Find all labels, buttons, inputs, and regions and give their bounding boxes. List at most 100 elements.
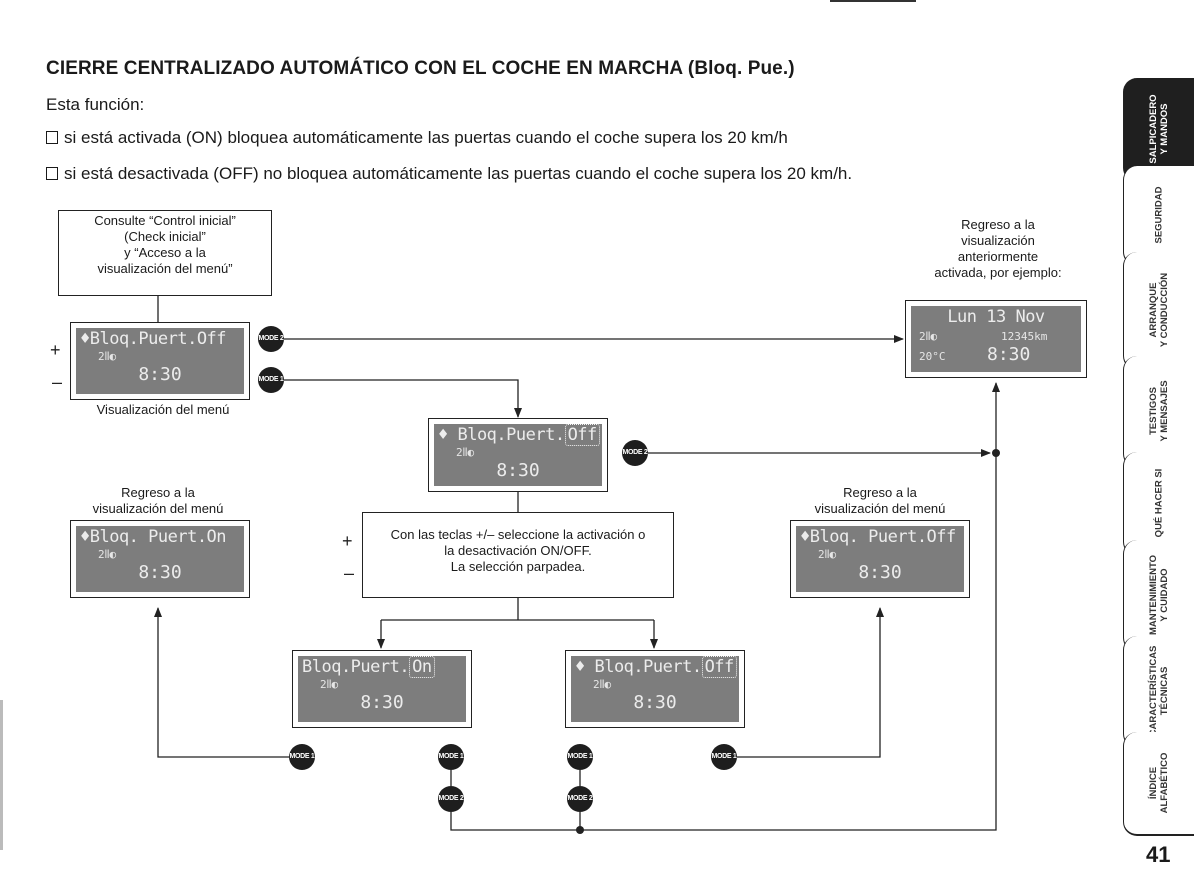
top-rule (830, 0, 916, 2)
lcd-on-select-screen: Bloq.Puert.On 2⦀◐ 8:30 (292, 650, 472, 728)
lcd-time: 8:30 (496, 460, 540, 481)
return-menu-right-label: Regreso a la visualización del menú (782, 485, 978, 517)
junction-dot (576, 826, 584, 834)
tab-label: MANTENIMIENTO Y CUIDADO (1148, 554, 1170, 636)
minus-sign: – (52, 372, 63, 392)
menu-caption: Visualización del menú (96, 402, 230, 417)
lcd-line2: 2⦀◐ (919, 330, 938, 343)
mode1-button[interactable]: MODE 1 (289, 744, 315, 770)
intro-text: Esta función: (46, 95, 145, 114)
lcd-line1: ♦Bloq. Puert.Off (800, 527, 956, 547)
lcd-selection: Off (564, 424, 600, 446)
lcd-date: Lun 13 Nov (947, 307, 1045, 327)
lcd-selection: On (409, 656, 435, 678)
lcd-line2: 2⦀◐ (320, 678, 339, 691)
lcd-line2: 2⦀◐ (593, 678, 612, 691)
lcd-time: 8:30 (987, 344, 1031, 365)
return-previous-line: visualización (961, 233, 1035, 248)
return-menu-line: Regreso a la (121, 485, 195, 500)
lcd-display: ♦Bloq. Puert.Off 2⦀◐ 8:30 (796, 526, 964, 592)
page-title: CIERRE CENTRALIZADO AUTOMÁTICO CON EL CO… (46, 58, 795, 79)
scan-edge (0, 700, 3, 850)
lcd-time: 8:30 (138, 562, 182, 583)
lcd-display: ♦ Bloq.Puert.Off 2⦀◐ 8:30 (434, 424, 602, 486)
tab-label: TESTIGOS Y MENSAJES (1148, 380, 1170, 442)
return-menu-line: Regreso a la (843, 485, 917, 500)
tab-label: CARACTERÍSTICAS TÉCNICAS (1148, 645, 1170, 737)
lcd-center-screen: ♦ Bloq.Puert.Off 2⦀◐ 8:30 (428, 418, 608, 492)
tab-label: SALPICADERO Y MANDOS (1148, 94, 1170, 164)
plus-sign: + (342, 531, 353, 551)
mode1-button[interactable]: MODE 1 (438, 744, 464, 770)
lcd-menu-screen: ♦Bloq.Puert.Off 2⦀◐ 8:30 (70, 322, 250, 400)
lcd-off-select-screen: ♦ Bloq.Puert.Off 2⦀◐ 8:30 (565, 650, 745, 728)
mode2-button[interactable]: MODE 2 (622, 440, 648, 466)
bullet-off: si está desactivada (OFF) no bloquea aut… (46, 164, 852, 184)
lcd-left-return-screen: ♦Bloq. Puert.On 2⦀◐ 8:30 (70, 520, 250, 598)
page-number: 41 (1146, 842, 1171, 867)
instruction-note: Con las teclas +/– seleccione la activac… (362, 512, 674, 598)
lcd-line1: ♦Bloq. Puert.On (80, 527, 227, 547)
lcd-line1: Bloq.Puert.On (302, 656, 435, 678)
lcd-line1: ♦ Bloq.Puert.Off (575, 656, 737, 678)
tab-seguridad[interactable]: SEGURIDAD (1123, 166, 1194, 266)
tab-testigos[interactable]: TESTIGOS Y MENSAJES (1123, 356, 1194, 468)
lcd-previous-screen: Lun 13 Nov 2⦀◐ 12345km 20°C 8:30 (905, 300, 1087, 378)
lcd-display: Lun 13 Nov 2⦀◐ 12345km 20°C 8:30 (911, 306, 1081, 372)
return-menu-line: visualización del menú (814, 501, 946, 516)
mode2-button[interactable]: MODE 2 (567, 786, 593, 812)
lcd-line2: 2⦀◐ (818, 548, 837, 561)
lcd-display: ♦ Bloq.Puert.Off 2⦀◐ 8:30 (571, 656, 739, 722)
lcd-selection: Off (701, 656, 737, 678)
instruction-line: Con las teclas +/– seleccione la activac… (390, 527, 646, 542)
return-previous-label: Regreso a la visualización anteriormente… (900, 217, 1096, 281)
tab-salpicadero[interactable]: SALPICADERO Y MANDOS (1123, 78, 1194, 182)
tab-mantenimiento[interactable]: MANTENIMIENTO Y CUIDADO (1123, 540, 1194, 652)
consult-line: (Check inicial” (124, 229, 206, 244)
checkbox-icon (46, 131, 58, 144)
mode1-button[interactable]: MODE 1 (567, 744, 593, 770)
lcd-line1-text: ♦ Bloq.Puert. (438, 425, 565, 445)
consult-note: Consulte “Control inicial” (Check inicia… (58, 210, 272, 296)
consult-line: y “Acceso a la (124, 245, 206, 260)
tab-arranque[interactable]: ARRANQUE Y CONDUCCIÓN (1123, 252, 1194, 370)
mode2-button[interactable]: MODE 2 (258, 326, 284, 352)
lcd-time: 8:30 (633, 692, 677, 713)
mode2-button[interactable]: MODE 2 (438, 786, 464, 812)
tab-label: ARRANQUE Y CONDUCCIÓN (1148, 272, 1170, 348)
mode1-button[interactable]: MODE 1 (258, 367, 284, 393)
lcd-line2: 2⦀◐ (98, 350, 117, 363)
lcd-line2: 2⦀◐ (456, 446, 475, 459)
lcd-display: Bloq.Puert.On 2⦀◐ 8:30 (298, 656, 466, 722)
lcd-line1-text: Bloq.Puert. (302, 657, 410, 677)
tab-label: QUÉ HACER SI (1153, 468, 1165, 538)
plus-sign: + (50, 340, 61, 360)
lcd-line2: 2⦀◐ (98, 548, 117, 561)
consult-line: visualización del menú” (97, 261, 233, 276)
tab-label: SEGURIDAD (1153, 186, 1165, 244)
tab-caracteristicas[interactable]: CARACTERÍSTICAS TÉCNICAS (1123, 636, 1194, 748)
consult-line: Consulte “Control inicial” (94, 213, 236, 228)
lcd-time: 8:30 (138, 364, 182, 385)
junction-dot (992, 449, 1000, 457)
return-menu-line: visualización del menú (92, 501, 224, 516)
bullet-on: si está activada (ON) bloquea automática… (46, 128, 788, 148)
lcd-time: 8:30 (858, 562, 902, 583)
lcd-display: ♦Bloq.Puert.Off 2⦀◐ 8:30 (76, 328, 244, 394)
mode1-button[interactable]: MODE 1 (711, 744, 737, 770)
minus-sign: – (344, 563, 355, 583)
lcd-line1-text: ♦ Bloq.Puert. (575, 657, 702, 677)
lcd-odometer: 12345km (1001, 330, 1048, 343)
instruction-line: la desactivación ON/OFF. (444, 543, 592, 558)
instruction-line: La selección parpadea. (450, 559, 586, 574)
checkbox-icon (46, 167, 58, 180)
lcd-display: ♦Bloq. Puert.On 2⦀◐ 8:30 (76, 526, 244, 592)
return-menu-left-label: Regreso a la visualización del menú (60, 485, 256, 517)
lcd-line1: ♦ Bloq.Puert.Off (438, 424, 600, 446)
lcd-line1: ♦Bloq.Puert.Off (80, 329, 227, 349)
bullet-on-text: si está activada (ON) bloquea automática… (64, 128, 788, 147)
lcd-time: 8:30 (360, 692, 404, 713)
tab-indice[interactable]: ÍNDICE ALFABÉTICO (1123, 732, 1194, 836)
lcd-temperature: 20°C (919, 350, 946, 363)
